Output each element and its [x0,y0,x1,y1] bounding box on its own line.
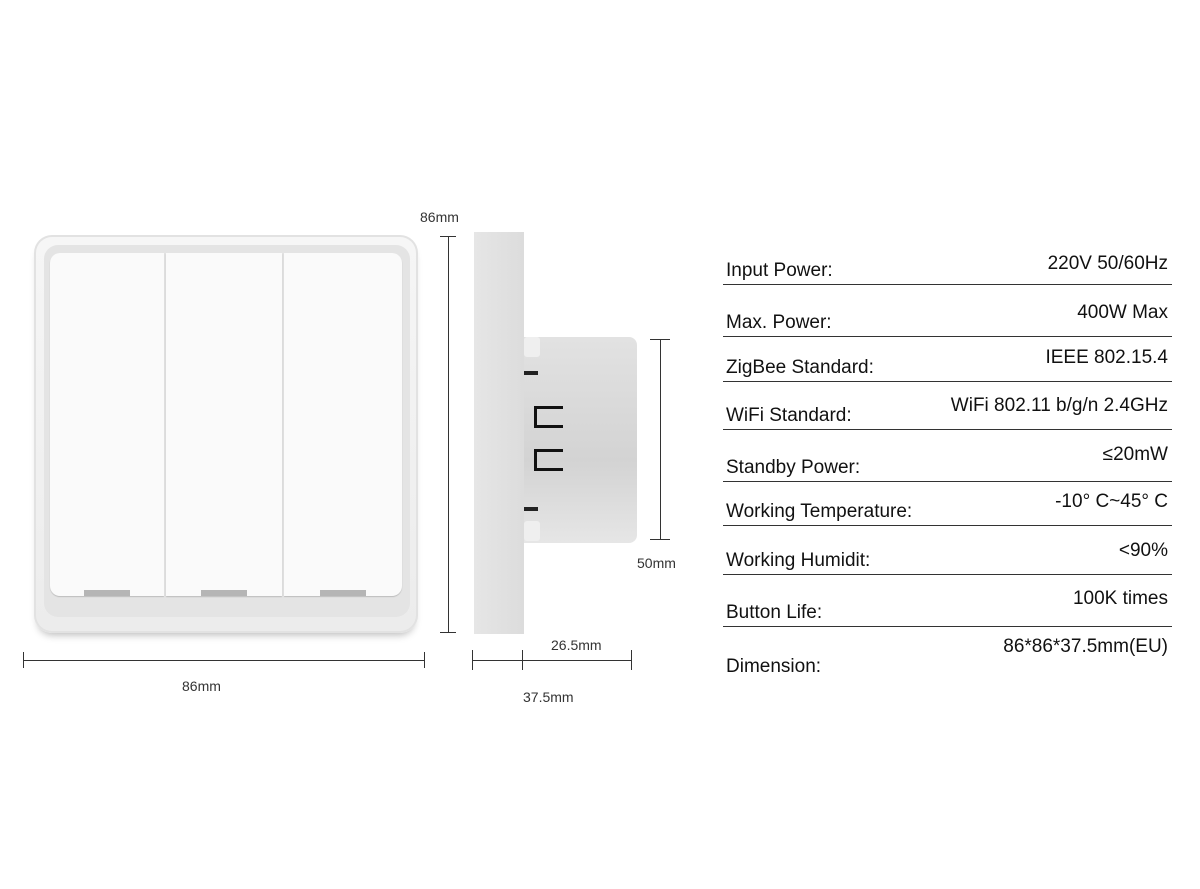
spec-label: Standby Power: [726,457,861,478]
spec-value: ≤20mW [1102,444,1168,465]
spec-row: Standby Power: ≤20mW [723,437,1172,482]
clip [524,521,540,541]
terminal-slot [534,406,563,428]
spec-value: -10° C~45° C [1055,491,1168,512]
switch-side-module [524,337,637,543]
spec-label: Max. Power: [726,312,832,333]
spec-value: 100K times [1072,588,1168,609]
spec-row: Max. Power: 400W Max [723,292,1172,337]
dim-tick [650,539,670,540]
clip [524,337,540,357]
front-height-line [448,236,449,633]
front-height-label: 86mm [420,209,459,225]
dim-tick [631,650,632,670]
indicator-tab [320,590,366,596]
spec-value: WiFi 802.11 b/g/n 2.4GHz [950,395,1168,416]
dim-tick [440,236,456,237]
indicator-tab [201,590,247,596]
spec-row: ZigBee Standard: IEEE 802.15.4 [723,337,1172,382]
spec-label: Input Power: [726,260,833,281]
spec-label: Working Humidit: [726,550,871,571]
module-height-label: 50mm [637,555,676,571]
dim-tick [472,650,473,670]
dim-tick [23,652,24,668]
spec-row: Input Power: 220V 50/60Hz [723,240,1172,285]
switch-button-1 [50,253,164,596]
front-width-label: 86mm [182,678,221,694]
front-width-line [23,660,425,661]
spec-value: 400W Max [1077,302,1168,323]
total-depth-label: 37.5mm [523,689,574,705]
terminal-slot [534,449,563,471]
spec-label: Dimension: [726,656,822,677]
spec-value: 220V 50/60Hz [1047,253,1168,274]
module-depth-label: 26.5mm [551,637,602,653]
clip-slot [524,371,538,375]
dim-tick [424,652,425,668]
switch-side-plate [474,232,524,634]
dim-tick [440,632,456,633]
spec-row: Button Life: 100K times [723,582,1172,627]
switch-button-2 [166,253,282,596]
module-height-line [660,339,661,539]
spec-label: WiFi Standard: [726,405,852,426]
spec-row: Working Temperature: -10° C~45° C [723,481,1172,526]
switch-button-3 [284,253,402,596]
spec-value: IEEE 802.15.4 [1045,347,1168,368]
spec-row: Dimension: 86*86*37.5mm(EU) [723,630,1172,677]
spec-label: ZigBee Standard: [726,357,874,378]
depth-line [472,660,632,661]
spec-label: Working Temperature: [726,501,913,522]
clip-slot [524,507,538,511]
indicator-tab [84,590,130,596]
spec-row: WiFi Standard: WiFi 802.11 b/g/n 2.4GHz [723,385,1172,430]
spec-value: 86*86*37.5mm(EU) [1003,636,1168,657]
spec-row: Working Humidit: <90% [723,530,1172,575]
spec-value: <90% [1118,540,1168,561]
dim-tick [522,650,523,670]
spec-label: Button Life: [726,602,823,623]
dim-tick [650,339,670,340]
